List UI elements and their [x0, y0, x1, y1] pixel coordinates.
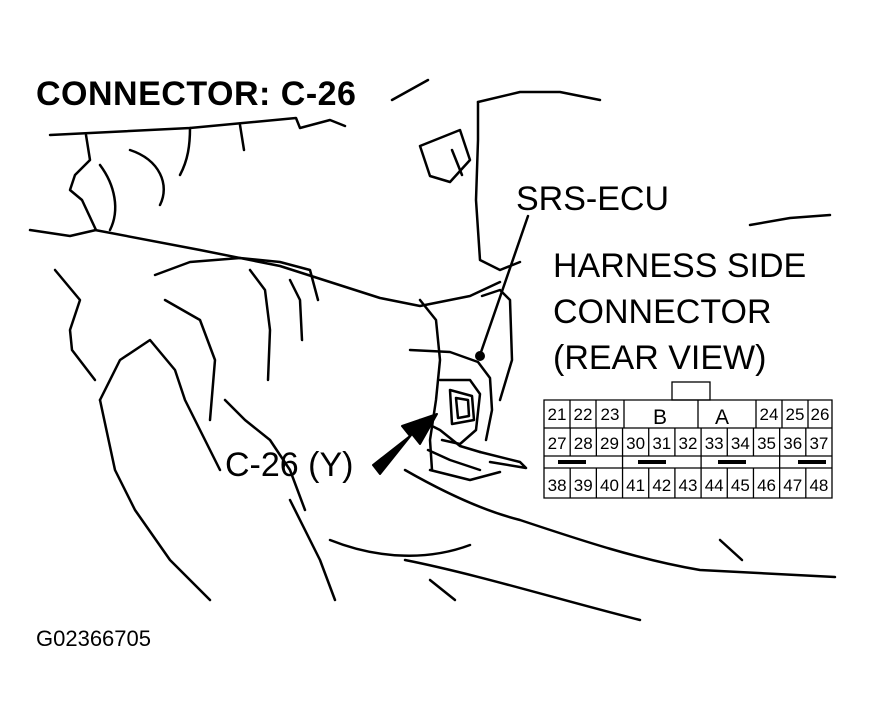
key-label-a: A	[715, 406, 729, 429]
pin-40: 40	[600, 476, 619, 495]
srs-ecu-label: SRS-ECU	[516, 180, 670, 218]
harness-side-line-1: HARNESS SIDE	[553, 247, 807, 285]
pin-39: 39	[574, 476, 593, 495]
pin-38: 38	[548, 476, 567, 495]
pin-29: 29	[600, 434, 619, 453]
pin-37: 37	[809, 434, 828, 453]
pin-30: 30	[626, 434, 645, 453]
pin-31: 31	[652, 434, 671, 453]
pin-46: 46	[757, 476, 776, 495]
pin-35: 35	[757, 434, 776, 453]
pin-36: 36	[783, 434, 802, 453]
pin-42: 42	[652, 476, 671, 495]
pin-45: 45	[731, 476, 750, 495]
pin-26: 26	[811, 405, 830, 424]
pin-47: 47	[783, 476, 802, 495]
pin-34: 34	[731, 434, 750, 453]
pin-43: 43	[679, 476, 698, 495]
figure-code: G02366705	[36, 626, 151, 651]
pin-41: 41	[626, 476, 645, 495]
page-title: CONNECTOR: C-26	[36, 75, 357, 113]
pin-24: 24	[760, 405, 779, 424]
pin-25: 25	[786, 405, 805, 424]
pin-23: 23	[601, 405, 620, 424]
connector-callout-label: C-26 (Y)	[225, 446, 354, 484]
pin-27: 27	[548, 434, 567, 453]
pin-21: 21	[548, 405, 567, 424]
key-label-b: B	[653, 406, 667, 429]
connector-pinout: B A 21 22 23 24 25 26 27 28 29 30 31 32 33 34 35 36 37 38…	[543, 381, 833, 499]
pin-44: 44	[705, 476, 724, 495]
pin-28: 28	[574, 434, 593, 453]
pin-33: 33	[705, 434, 724, 453]
pin-22: 22	[574, 405, 593, 424]
pin-32: 32	[679, 434, 698, 453]
harness-side-line-2: CONNECTOR	[553, 293, 772, 331]
harness-side-line-3: (REAR VIEW)	[553, 339, 767, 377]
pin-48: 48	[809, 476, 828, 495]
